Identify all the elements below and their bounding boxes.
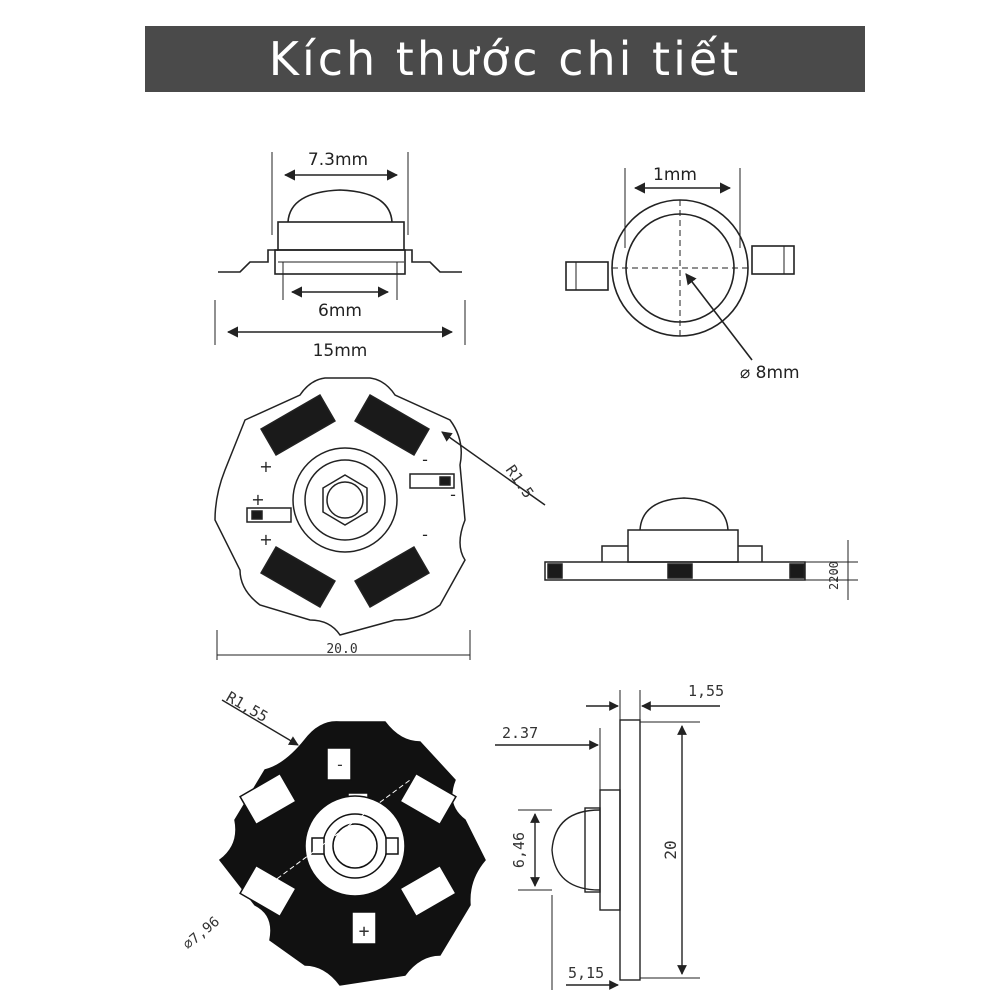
base-width-label: 6mm — [318, 301, 362, 321]
bottom-radius-label: R1,55 — [223, 688, 271, 726]
led-top-view — [565, 168, 795, 361]
center-size-label: 1mm — [653, 165, 697, 185]
star-pcb-bottom-view — [199, 721, 486, 986]
star-pcb-top-view — [214, 377, 546, 660]
assembly-d2-label: 2.37 — [502, 724, 538, 742]
assembly-height-label: 20 — [661, 840, 680, 859]
plus-pad-label: + — [359, 921, 370, 942]
minus-sign-2: - — [450, 485, 456, 504]
plus-sign-1: + — [259, 457, 272, 476]
title-banner: Kích thước chi tiết — [145, 26, 865, 92]
side-thickness-a: 2.0 — [827, 561, 841, 583]
bottom-diameter-label: ⌀7,96 — [180, 914, 223, 953]
pcb-width-label: 20.0 — [326, 642, 357, 657]
assembly-side-view — [495, 690, 720, 990]
total-width-label: 15mm — [313, 341, 368, 361]
minus-sign-3: - — [422, 525, 428, 544]
minus-sign-1: - — [422, 450, 428, 469]
led-side-view — [214, 152, 466, 345]
assembly-d1-label: 1,55 — [688, 682, 724, 700]
top-width-label: 7.3mm — [308, 150, 368, 170]
minus-pad-label: - — [335, 755, 345, 774]
diameter-label: ⌀ 8mm — [740, 363, 800, 383]
lens-depth-label: 5,15 — [568, 964, 604, 982]
plus-sign-3: + — [259, 530, 272, 549]
plus-sign-2: + — [251, 490, 264, 509]
lens-height-label: 6,46 — [510, 832, 528, 868]
side-thickness-b: 2.0 — [827, 568, 841, 590]
title-text: Kích thước chi tiết — [268, 32, 742, 86]
star-pcb-side-view — [544, 497, 858, 600]
